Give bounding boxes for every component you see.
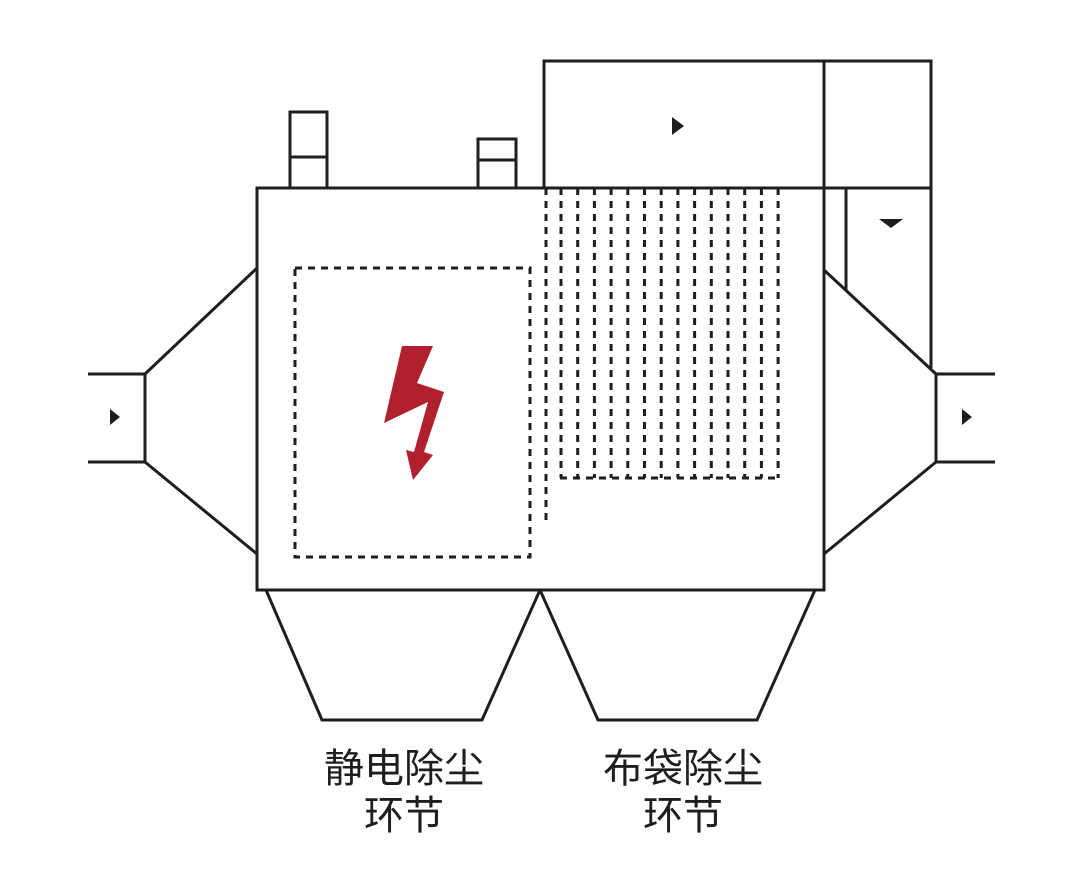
stack-left — [288, 110, 329, 190]
esp-section — [293, 266, 532, 559]
high-voltage-lightning-icon — [384, 346, 444, 480]
outlet-channel — [844, 188, 933, 368]
down-flow-arrow-icon — [879, 219, 903, 228]
main-housing — [255, 186, 826, 592]
bag-hopper — [537, 588, 818, 722]
outlet-flow-arrow-icon — [962, 409, 972, 425]
inlet-duct — [88, 266, 259, 556]
inlet-flow-arrow-icon — [110, 409, 120, 425]
clean-air-plenum — [542, 59, 933, 190]
esp-hopper — [263, 588, 543, 722]
esp-label-line2: 环节 — [364, 793, 444, 839]
bag-label-line1: 布袋除尘 — [603, 746, 763, 792]
bag-label-line2: 环节 — [643, 793, 723, 839]
filter-bags — [559, 188, 780, 478]
outlet-duct — [822, 268, 995, 556]
plenum-flow-arrow-icon — [672, 117, 684, 135]
stack-right — [476, 137, 518, 190]
esp-label-line1: 静电除尘 — [324, 746, 484, 792]
